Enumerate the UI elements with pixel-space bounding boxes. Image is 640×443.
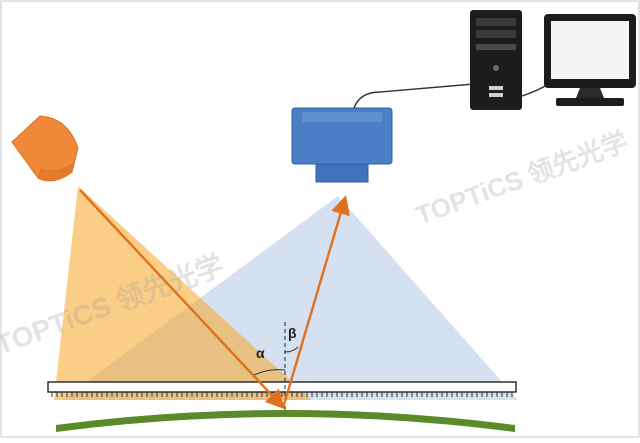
- computer-icon: [470, 10, 636, 110]
- light-source-icon: [11, 115, 79, 182]
- grating-ticks: [51, 392, 513, 397]
- sample-surface: [56, 410, 515, 432]
- alpha-arc: [251, 369, 286, 377]
- reflected-ray: [281, 195, 350, 409]
- camera-icon: [291, 107, 393, 183]
- alpha-label: α: [256, 345, 265, 361]
- beta-arc: [284, 346, 299, 353]
- incident-ray: [79, 189, 285, 410]
- beta-label: β: [288, 325, 297, 341]
- camera-cable: [353, 83, 475, 109]
- source-light-beam: [54, 186, 312, 400]
